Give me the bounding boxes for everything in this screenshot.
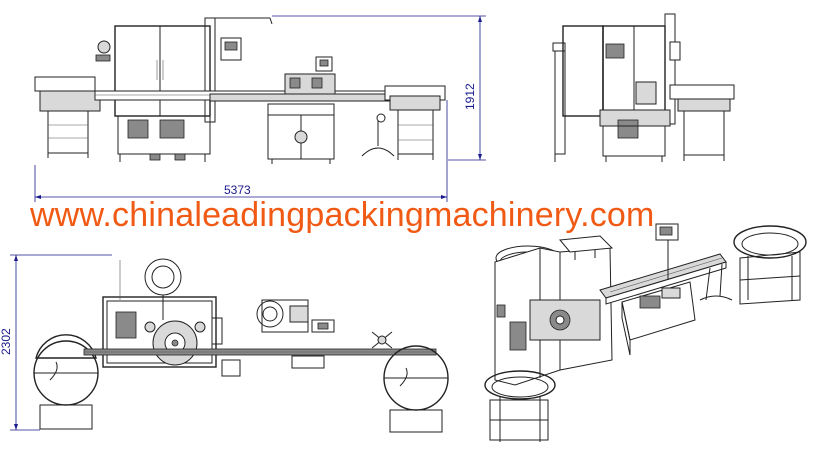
isometric-view (484, 223, 807, 442)
iso-labeler (621, 223, 696, 356)
top-conveyor-chain (83, 348, 437, 356)
top-capping-arms (371, 331, 393, 349)
side-view (552, 13, 735, 162)
width-dimension-label: 5373 (224, 183, 251, 197)
iso-lower-turntable (484, 370, 556, 442)
front-view: 5373 1912 (34, 15, 486, 202)
front-labeler (267, 56, 395, 164)
front-dimensions: 5373 1912 (34, 15, 486, 202)
front-filling-cabinet (95, 17, 273, 162)
height-dimension-label: 1912 (463, 83, 477, 110)
front-right-table (384, 85, 446, 160)
depth-dimension-label: 2302 (0, 328, 13, 355)
front-left-table (34, 76, 101, 158)
iso-cabinet (494, 235, 614, 386)
iso-conveyor (599, 253, 727, 305)
iso-right-turntable (699, 225, 807, 305)
top-right-turntable (383, 345, 449, 433)
top-labeler (221, 299, 335, 377)
top-view: 2302 (0, 254, 449, 433)
front-conveyor (94, 90, 391, 102)
top-dimensions: 2302 (0, 254, 121, 431)
website-watermark: www.chinaleadingpackingmachinery.com (30, 196, 655, 234)
